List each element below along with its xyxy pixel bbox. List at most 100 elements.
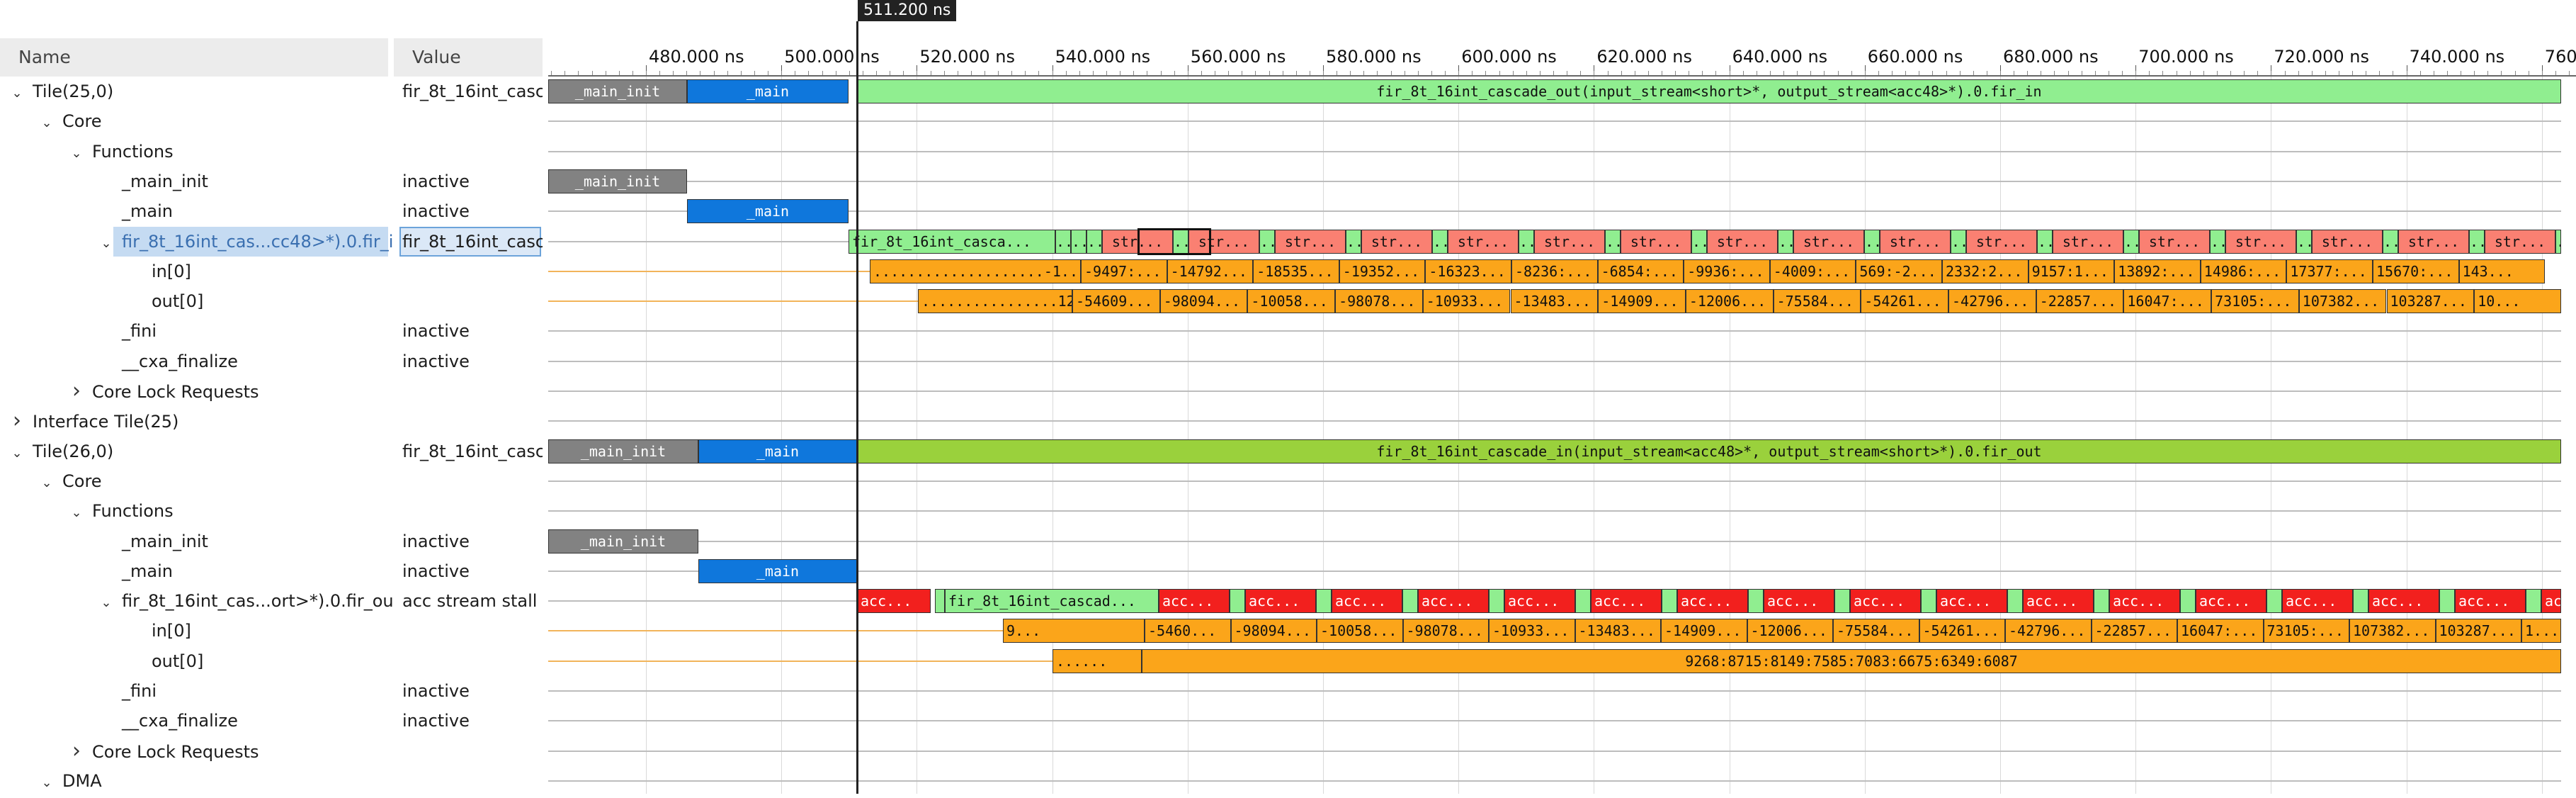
function-segment[interactable] xyxy=(2180,589,2196,614)
stream-data-block[interactable]: -18535... xyxy=(1253,259,1339,283)
stall-segment[interactable]: acc... xyxy=(1936,589,2007,614)
main-init-block[interactable]: _main_init xyxy=(548,439,698,463)
stream-data-block[interactable]: -13483... xyxy=(1510,289,1599,314)
chevron-down-icon[interactable]: ⌄ xyxy=(101,235,112,251)
tree-row[interactable]: _fini xyxy=(0,316,388,346)
function-segment[interactable]: ... xyxy=(1691,229,1707,254)
function-block[interactable]: fir_8t_16int_cascad... xyxy=(945,589,1159,614)
stream-data-block[interactable]: -19352... xyxy=(1339,259,1426,283)
tree-row[interactable]: ›Core Lock Requests xyxy=(0,376,388,406)
function-segment[interactable]: ... xyxy=(1259,229,1275,254)
main-init-block[interactable]: _main_init xyxy=(548,529,698,553)
stream-data-block[interactable]: -5460... xyxy=(1145,619,1231,644)
value-column-header[interactable]: Value xyxy=(394,38,543,77)
stream-data-block[interactable]: 17377:... xyxy=(2286,259,2373,283)
stream-data-block[interactable]: 73105:... xyxy=(2263,619,2349,644)
function-segment[interactable]: ... xyxy=(2469,229,2485,254)
stream-data-block[interactable]: -8236:... xyxy=(1511,259,1598,283)
tree-row[interactable]: __cxa_finalize xyxy=(0,347,388,376)
tree-row[interactable]: ⌄Functions xyxy=(0,137,388,167)
stream-data-block[interactable]: 13892:... xyxy=(2114,259,2201,283)
function-segment[interactable]: ... xyxy=(2383,229,2398,254)
stream-data-block[interactable]: 73105:... xyxy=(2211,289,2299,314)
chevron-down-icon[interactable]: ⌄ xyxy=(41,475,52,490)
tree-row[interactable]: _fini xyxy=(0,676,388,706)
stream-data-block[interactable]: 103287... xyxy=(2435,619,2521,644)
function-segment[interactable] xyxy=(2526,589,2541,614)
stream-data-block[interactable]: ...... xyxy=(1052,648,1142,673)
function-segment[interactable]: str... xyxy=(1275,229,1346,254)
stream-data-block[interactable]: 16047:... xyxy=(2123,289,2212,314)
chevron-right-icon[interactable]: › xyxy=(13,408,21,434)
function-segment[interactable]: str... xyxy=(1966,229,2037,254)
stall-segment[interactable]: acc... xyxy=(857,589,931,614)
function-segment[interactable]: str... xyxy=(2139,229,2210,254)
function-segment[interactable] xyxy=(1402,589,1418,614)
function-segment[interactable] xyxy=(1921,589,1936,614)
selected-event-highlight[interactable] xyxy=(1137,227,1211,255)
stream-data-block[interactable]: -22857... xyxy=(2036,289,2124,314)
stream-data-block[interactable]: -9936:... xyxy=(1684,259,1770,283)
stream-data-block[interactable]: 16047:... xyxy=(2177,619,2264,644)
function-block[interactable]: fir_8t_16int_casca... xyxy=(849,229,1055,254)
main-block[interactable]: _main xyxy=(698,439,857,463)
stream-data-block[interactable]: -12006... xyxy=(1685,289,1774,314)
tree-row[interactable]: _main xyxy=(0,196,388,226)
function-segment[interactable]: str... xyxy=(1361,229,1432,254)
tree-row[interactable]: ⌄DMA xyxy=(0,766,388,796)
function-segment[interactable]: str... xyxy=(2053,229,2123,254)
function-segment[interactable]: ... xyxy=(1519,229,1534,254)
stream-data-block[interactable]: -14792... xyxy=(1167,259,1254,283)
stall-segment[interactable]: acc... xyxy=(1332,589,1402,614)
tree-row[interactable]: ⌄Functions xyxy=(0,496,388,526)
stream-data-block[interactable]: ....................-1... xyxy=(870,259,1081,283)
function-segment[interactable] xyxy=(1575,589,1591,614)
function-segment[interactable]: ... xyxy=(1778,229,1793,254)
function-segment[interactable]: str... xyxy=(1534,229,1605,254)
stream-data-block[interactable]: -75584... xyxy=(1833,619,1919,644)
tree-row[interactable]: in[0] xyxy=(0,616,388,646)
stream-data-block[interactable]: -54609... xyxy=(1072,289,1160,314)
stall-segment[interactable]: acc... xyxy=(1764,589,1834,614)
chevron-down-icon[interactable]: ⌄ xyxy=(11,445,23,461)
stall-segment[interactable]: acc... xyxy=(2282,589,2353,614)
function-segment[interactable] xyxy=(1662,589,1677,614)
chevron-down-icon[interactable]: ⌄ xyxy=(41,775,52,790)
stall-segment[interactable]: acc... xyxy=(1418,589,1489,614)
stall-segment[interactable]: acc... xyxy=(2196,589,2266,614)
function-segment[interactable] xyxy=(2266,589,2282,614)
main-init-block[interactable]: _main_init xyxy=(548,79,687,103)
stream-data-block[interactable]: -54261... xyxy=(1919,619,2005,644)
stall-segment[interactable]: acc... xyxy=(1677,589,1748,614)
stream-data-block[interactable]: 9... xyxy=(1003,619,1145,644)
main-block[interactable]: _main xyxy=(687,199,849,224)
function-segment[interactable]: str... xyxy=(1188,229,1259,254)
tree-row[interactable]: out[0] xyxy=(0,646,388,676)
chevron-right-icon[interactable]: › xyxy=(72,738,81,763)
function-segment[interactable] xyxy=(1316,589,1332,614)
function-segment[interactable]: ... xyxy=(1173,229,1188,254)
function-segment[interactable]: str... xyxy=(2398,229,2469,254)
stream-data-block[interactable]: -42796... xyxy=(2005,619,2092,644)
stream-data-block[interactable]: -14909... xyxy=(1661,619,1747,644)
stream-data-block[interactable]: 107382... xyxy=(2349,619,2436,644)
chevron-down-icon[interactable]: ⌄ xyxy=(71,505,82,521)
stream-data-block[interactable]: -98094... xyxy=(1230,619,1317,644)
stream-data-block[interactable]: 9268:8715:8149:7585:7083:6675:6349:6087 xyxy=(1142,648,2561,673)
function-segment[interactable] xyxy=(1489,589,1504,614)
stream-data-block[interactable]: ................12... xyxy=(918,289,1072,314)
function-segment[interactable]: str... xyxy=(1448,229,1519,254)
stall-segment[interactable]: acc... xyxy=(2541,589,2561,614)
function-segment[interactable]: ... xyxy=(2037,229,2053,254)
function-segment[interactable] xyxy=(1230,589,1245,614)
function-segment[interactable]: ... xyxy=(1346,229,1361,254)
kernel-block[interactable]: fir_8t_16int_cascade_out(input_stream<sh… xyxy=(857,79,2561,103)
main-block[interactable]: _main xyxy=(687,79,849,103)
function-segment[interactable] xyxy=(2007,589,2023,614)
chevron-down-icon[interactable]: ⌄ xyxy=(41,116,52,131)
stream-data-block[interactable]: 107382... xyxy=(2298,289,2387,314)
main-init-block[interactable]: _main_init xyxy=(548,169,687,193)
tree-row[interactable]: __cxa_finalize xyxy=(0,706,388,736)
function-segment[interactable]: ... xyxy=(1055,229,1071,254)
